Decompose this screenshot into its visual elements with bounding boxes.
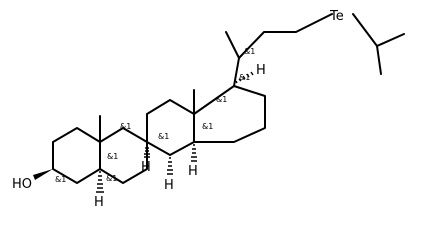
stereo-label-c10: &1 — [107, 152, 118, 161]
atom-label-h17: H — [256, 63, 266, 78]
hashed-bond-h14 — [191, 144, 197, 162]
atom-label-h5: H — [94, 195, 104, 210]
stereo-label-c9: &1 — [120, 122, 131, 131]
hashed-bond-h8 — [167, 157, 173, 175]
stereo-label-c20: &1 — [244, 47, 255, 56]
stereo-label-c13: &1 — [216, 95, 227, 104]
stereo-label-c17: &1 — [239, 73, 250, 82]
stereo-label-c3: &1 — [55, 175, 66, 184]
stereo-label-c8: &1 — [158, 132, 169, 141]
ring-b-bonds — [99, 127, 148, 184]
stereo-label-c5: &1 — [106, 174, 117, 183]
atom-label-h9: H — [141, 160, 151, 175]
ring-d-bonds — [193, 85, 266, 143]
stereo-label-c14: &1 — [202, 122, 213, 131]
atom-label-ho: HO — [12, 177, 32, 192]
hashed-bond-h5 — [96, 171, 104, 193]
atom-label-h14: H — [188, 164, 198, 179]
substituent-bonds — [99, 13, 405, 143]
stereo-wedges — [33, 71, 254, 193]
hashed-bond-h9 — [144, 144, 150, 158]
atom-label-h8: H — [164, 178, 174, 193]
wedge-bond-ho — [33, 169, 53, 180]
atom-label-te: Te — [329, 9, 344, 24]
hashed-bond-h17 — [235, 71, 254, 84]
ring-c-bonds — [146, 99, 195, 156]
